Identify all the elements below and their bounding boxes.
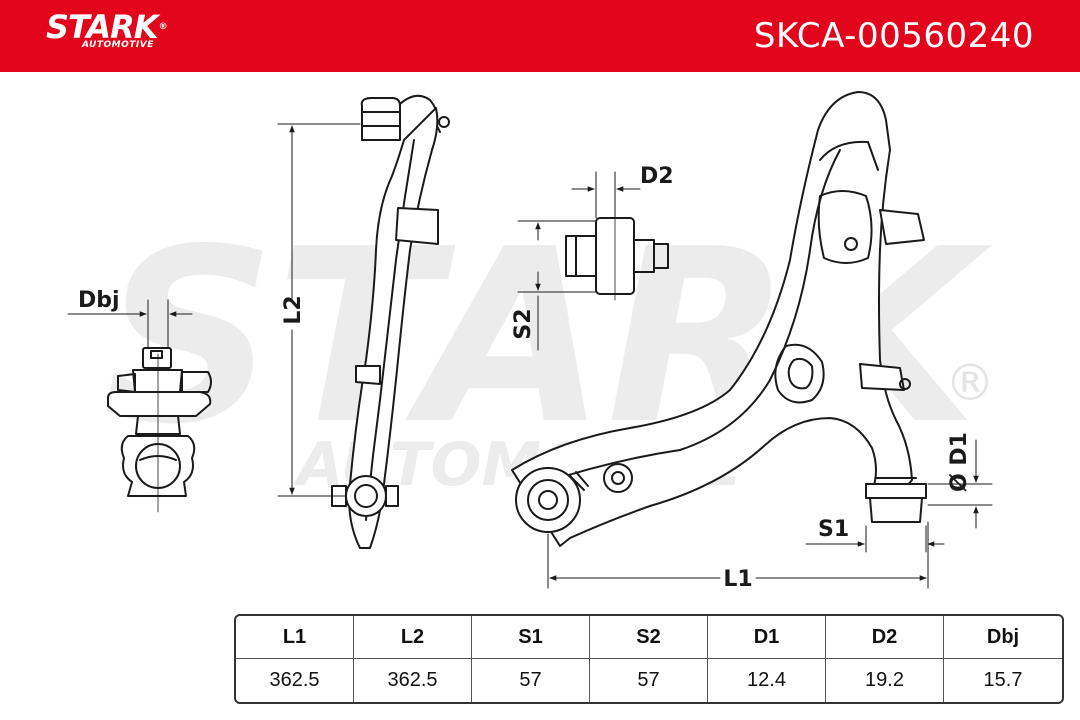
- logo-text: STARK: [46, 8, 159, 46]
- arm-top-view: [511, 91, 927, 547]
- header-d2: D2: [826, 616, 944, 659]
- s1-dimension: [805, 525, 945, 553]
- label-l1: L1: [723, 567, 752, 592]
- label-d2: D2: [640, 164, 674, 189]
- watermark-registered: ®: [945, 354, 995, 412]
- logo-registered-mark: ®: [158, 22, 168, 32]
- s2-dimension: [517, 220, 597, 351]
- header-s2: S2: [590, 616, 708, 659]
- value-l2: 362.5: [354, 659, 472, 702]
- value-l1: 362.5: [236, 659, 354, 702]
- technical-drawing: STARK AUTOMOTIVE ®: [67, 91, 995, 592]
- l2-dimension: [277, 123, 361, 497]
- spec-table: L1 L2 S1 S2 D1 D2 Dbj 362.5 362.5 57 57 …: [234, 614, 1064, 704]
- label-dbj: Dbj: [78, 288, 120, 313]
- header-d1: D1: [708, 616, 826, 659]
- value-s1: 57: [472, 659, 590, 702]
- d2-dimension: [571, 171, 641, 219]
- value-d1: 12.4: [708, 659, 826, 702]
- bushing-view: [565, 209, 669, 301]
- logo-subtitle: AUTOMOTIVE: [82, 40, 154, 50]
- header-l1: L1: [236, 616, 354, 659]
- value-s2: 57: [590, 659, 708, 702]
- label-s2: S2: [511, 308, 536, 339]
- ball-joint-view: [107, 347, 212, 513]
- label-s1: S1: [818, 517, 849, 542]
- value-dbj: 15.7: [983, 669, 1023, 691]
- header-dbj: Dbj: [944, 616, 1062, 659]
- value-d2: 19.2: [826, 659, 944, 702]
- part-number: SKCA-00560240: [753, 16, 1034, 56]
- label-l2: L2: [281, 295, 306, 324]
- arm-side-view: [331, 94, 450, 549]
- d1-dimension: [927, 439, 993, 529]
- dbj-dimension: [67, 299, 193, 349]
- label-d1: Ø D1: [947, 432, 972, 492]
- header-s1: S1: [472, 616, 590, 659]
- stark-logo: STARK® AUTOMOTIVE: [46, 8, 168, 50]
- header-l2: L2: [354, 616, 472, 659]
- l1-dimension: [547, 521, 929, 589]
- header-bar: STARK® AUTOMOTIVE SKCA-00560240: [0, 0, 1080, 72]
